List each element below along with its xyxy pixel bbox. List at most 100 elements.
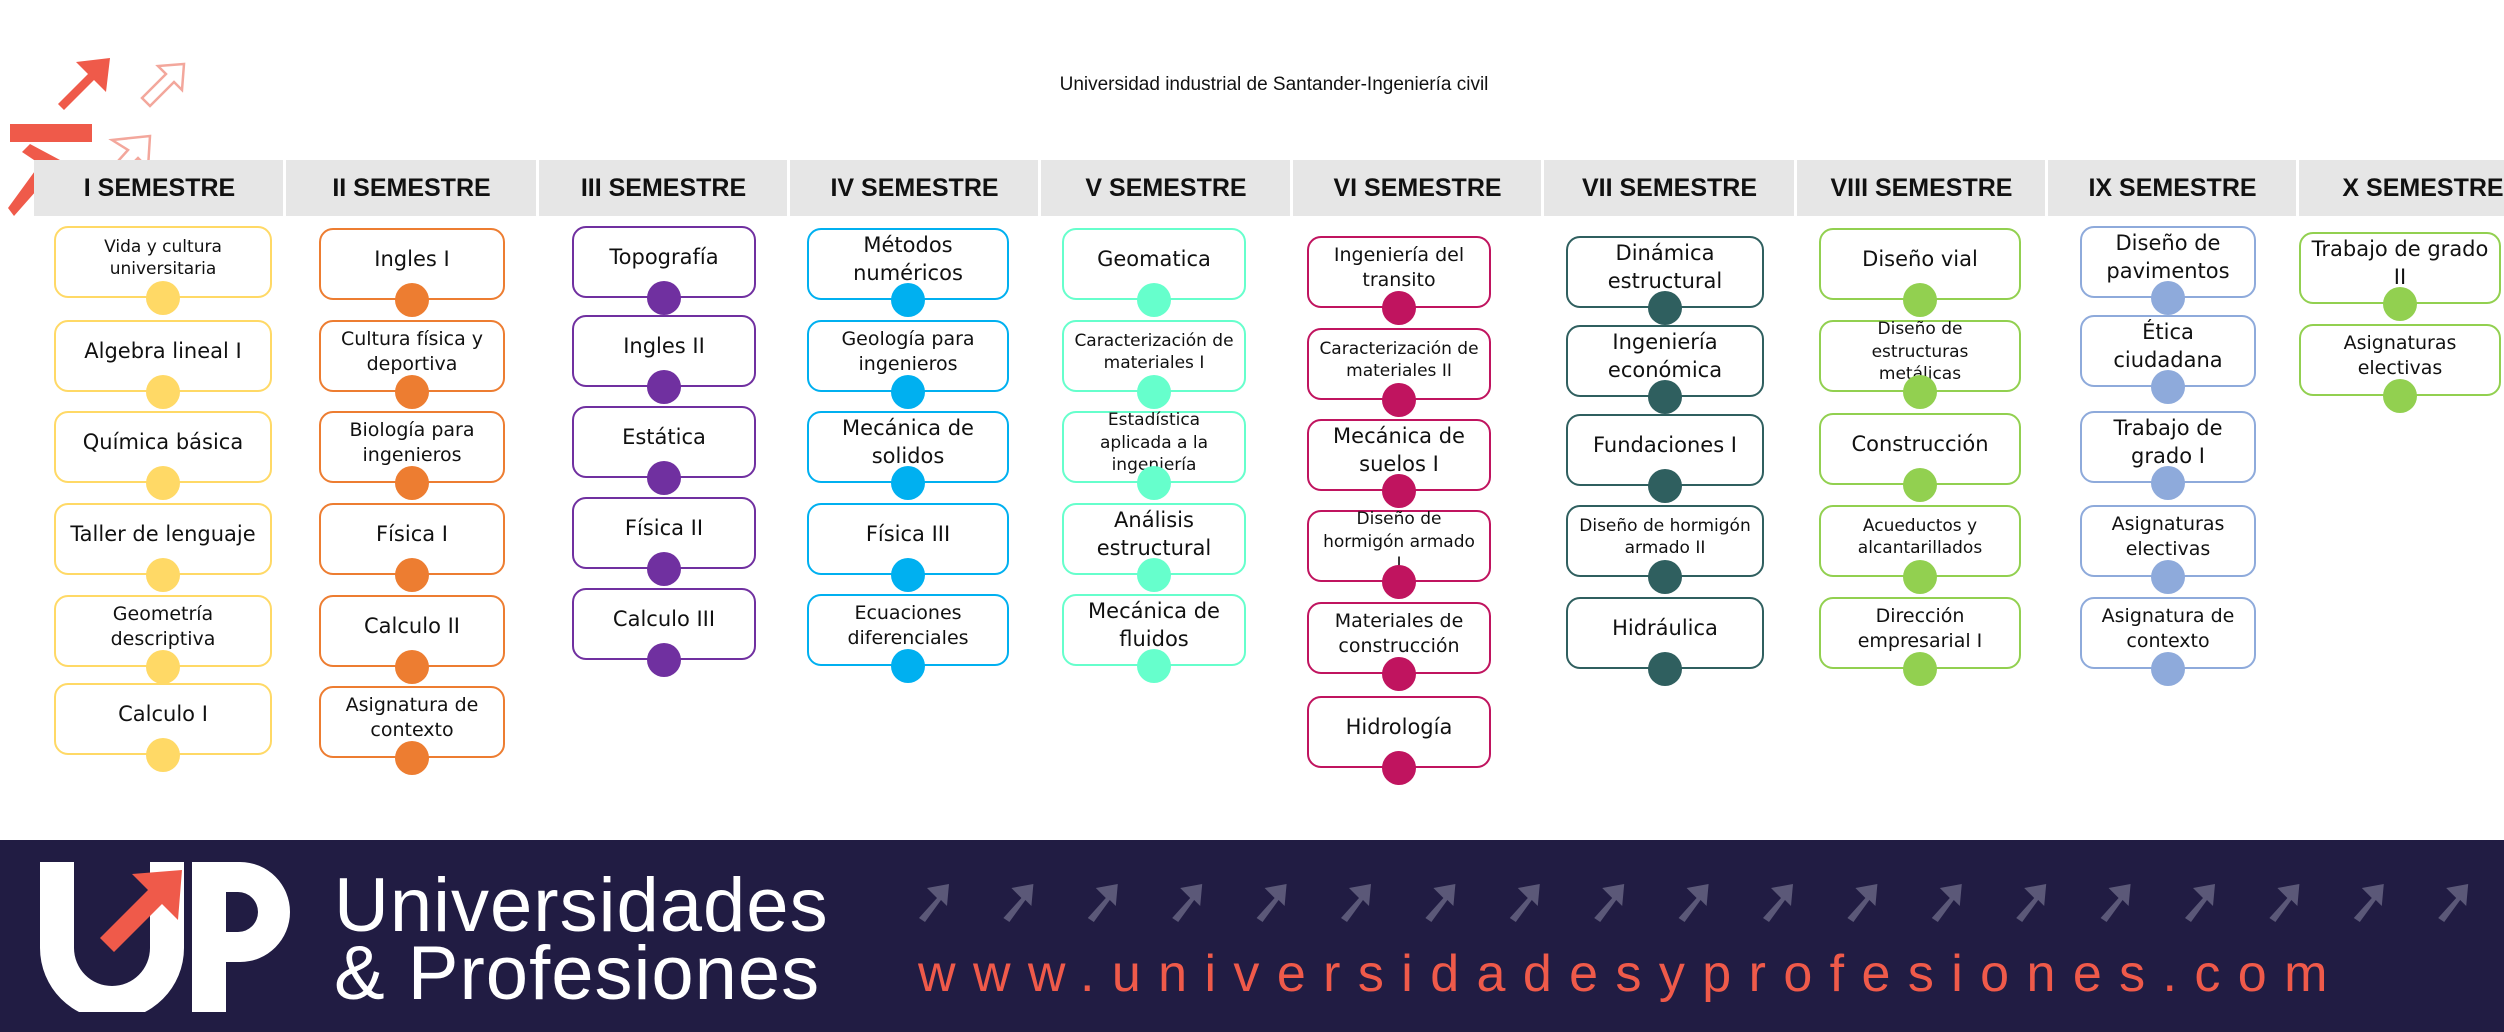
- pattern-arrow-icon: [2269, 884, 2300, 922]
- course-box[interactable]: Acueductos y alcantarillados: [1819, 505, 2021, 594]
- course-label: Dirección empresarial I: [1857, 604, 1983, 652]
- pattern-arrow-icon: [1172, 884, 1203, 922]
- course-box[interactable]: Mecánica de fluidos: [1062, 594, 1246, 683]
- course-box[interactable]: Física I: [319, 503, 505, 592]
- course-box[interactable]: Calculo I: [54, 683, 272, 772]
- course-label: Diseño de pavimentos: [2106, 231, 2230, 283]
- course-box[interactable]: Métodos numéricos: [807, 228, 1009, 317]
- course-box[interactable]: Química básica: [54, 411, 272, 500]
- brand-name-line1: Universidades: [334, 863, 829, 948]
- course-box[interactable]: Geomatica: [1062, 228, 1246, 317]
- course-box[interactable]: Ingles II: [572, 315, 756, 404]
- course-box[interactable]: Diseño de hormigón armado II: [1566, 505, 1764, 594]
- course-box[interactable]: Caracterización de materiales I: [1062, 320, 1246, 409]
- course-box[interactable]: Geometría descriptiva: [54, 595, 272, 684]
- course-label: Física II: [624, 516, 704, 541]
- course-label: Estadística aplicada a la ingeniería: [1100, 410, 1208, 475]
- course-box[interactable]: Ingeniería económica: [1566, 325, 1764, 414]
- course-box[interactable]: Calculo II: [319, 595, 505, 684]
- course-label: Química básica: [82, 430, 244, 455]
- course-dot-icon: [395, 466, 429, 500]
- course-dot-icon: [891, 649, 925, 683]
- course-label: Taller de lenguaje: [70, 522, 256, 547]
- course-box[interactable]: Geología para ingenieros: [807, 320, 1009, 409]
- course-dot-icon: [647, 370, 681, 404]
- course-box[interactable]: Ingeniería del transito: [1307, 236, 1491, 325]
- course-box[interactable]: Física III: [807, 503, 1009, 592]
- course-dot-icon: [1903, 375, 1937, 409]
- course-box[interactable]: Estadística aplicada a la ingeniería: [1062, 410, 1246, 500]
- course-dot-icon: [146, 738, 180, 772]
- course-box[interactable]: Trabajo de grado II: [2299, 232, 2501, 321]
- header-divider: [283, 160, 286, 216]
- course-box[interactable]: Asignaturas electivas: [2080, 505, 2256, 594]
- header-divider: [536, 160, 539, 216]
- course-box[interactable]: Algebra lineal I: [54, 320, 272, 409]
- course-box[interactable]: Trabajo de grado I: [2080, 411, 2256, 500]
- pattern-arrow-icon: [1763, 884, 1793, 922]
- course-dot-icon: [395, 375, 429, 409]
- pattern-arrow-icon: [2100, 884, 2131, 922]
- course-dot-icon: [2383, 379, 2417, 413]
- course-box[interactable]: Hidrología: [1307, 696, 1491, 785]
- course-label: Acueductos y alcantarillados: [1857, 515, 1983, 558]
- course-box[interactable]: Biología para ingenieros: [319, 411, 505, 500]
- semester-header: IX SEMESTRE: [2088, 173, 2257, 202]
- course-box[interactable]: Asignaturas electivas: [2299, 324, 2501, 413]
- header-divider: [1038, 160, 1041, 216]
- semester-header: VIII SEMESTRE: [1830, 173, 2013, 202]
- course-box[interactable]: Ecuaciones diferenciales: [807, 594, 1009, 683]
- course-box[interactable]: Ética ciudadana: [2080, 315, 2256, 404]
- course-box[interactable]: Asignatura de contexto: [319, 686, 505, 775]
- course-box[interactable]: Estática: [572, 406, 756, 495]
- course-dot-icon: [1648, 469, 1682, 503]
- course-dot-icon: [1648, 560, 1682, 594]
- pattern-arrow-icon: [2353, 884, 2384, 922]
- course-dot-icon: [395, 283, 429, 317]
- pattern-arrow-icon: [2016, 884, 2047, 922]
- course-box[interactable]: Calculo III: [572, 588, 756, 677]
- course-box[interactable]: Diseño de estructuras metálicas: [1819, 319, 2021, 409]
- course-box[interactable]: Diseño de hormigón armado I: [1307, 509, 1491, 599]
- course-box[interactable]: Dinámica estructural: [1566, 236, 1764, 325]
- course-dot-icon: [891, 375, 925, 409]
- course-box[interactable]: Diseño vial: [1819, 228, 2021, 317]
- course-dot-icon: [2151, 652, 2185, 686]
- course-box[interactable]: Fundaciones I: [1566, 414, 1764, 503]
- course-label: Hidráulica: [1612, 616, 1718, 641]
- course-box[interactable]: Diseño de pavimentos: [2080, 226, 2256, 315]
- course-label: Topografía: [609, 245, 719, 270]
- arrow-pattern-icon: [919, 884, 2469, 922]
- course-dot-icon: [1648, 652, 1682, 686]
- course-box[interactable]: Mecánica de solidos: [807, 411, 1009, 500]
- header-divider: [1541, 160, 1544, 216]
- course-box[interactable]: Vida y cultura universitaria: [54, 226, 272, 315]
- semester-header: III SEMESTRE: [580, 173, 747, 202]
- course-box[interactable]: Mecánica de suelos I: [1307, 419, 1491, 508]
- course-box[interactable]: Construcción: [1819, 413, 2021, 502]
- course-box[interactable]: Análisis estructural: [1062, 503, 1246, 592]
- course-label: Geomatica: [1097, 247, 1211, 272]
- course-box[interactable]: Asignatura de contexto: [2080, 597, 2256, 686]
- course-label: Hidrología: [1345, 715, 1453, 740]
- course-box[interactable]: Dirección empresarial I: [1819, 597, 2021, 686]
- course-box[interactable]: Física II: [572, 497, 756, 586]
- course-box[interactable]: Taller de lenguaje: [54, 503, 272, 592]
- course-box[interactable]: Cultura física y deportiva: [319, 320, 505, 409]
- course-box[interactable]: Materiales de construcción: [1307, 602, 1491, 691]
- course-dot-icon: [395, 741, 429, 775]
- header-divider: [787, 160, 790, 216]
- course-label: Calculo II: [364, 614, 460, 639]
- course-label: Construcción: [1851, 432, 1989, 457]
- pattern-arrow-icon: [919, 884, 949, 922]
- course-label: Caracterización de materiales II: [1319, 338, 1479, 381]
- course-label: Calculo III: [612, 607, 716, 632]
- course-dot-icon: [647, 643, 681, 677]
- course-box[interactable]: Caracterización de materiales II: [1307, 328, 1491, 417]
- course-box[interactable]: Topografía: [572, 226, 756, 315]
- course-label: Ingles II: [623, 334, 705, 359]
- course-box[interactable]: Ingles I: [319, 228, 505, 317]
- course-dot-icon: [647, 552, 681, 586]
- website-url[interactable]: www.universidadesyprofesiones.com: [918, 945, 2345, 1003]
- course-box[interactable]: Hidráulica: [1566, 597, 1764, 686]
